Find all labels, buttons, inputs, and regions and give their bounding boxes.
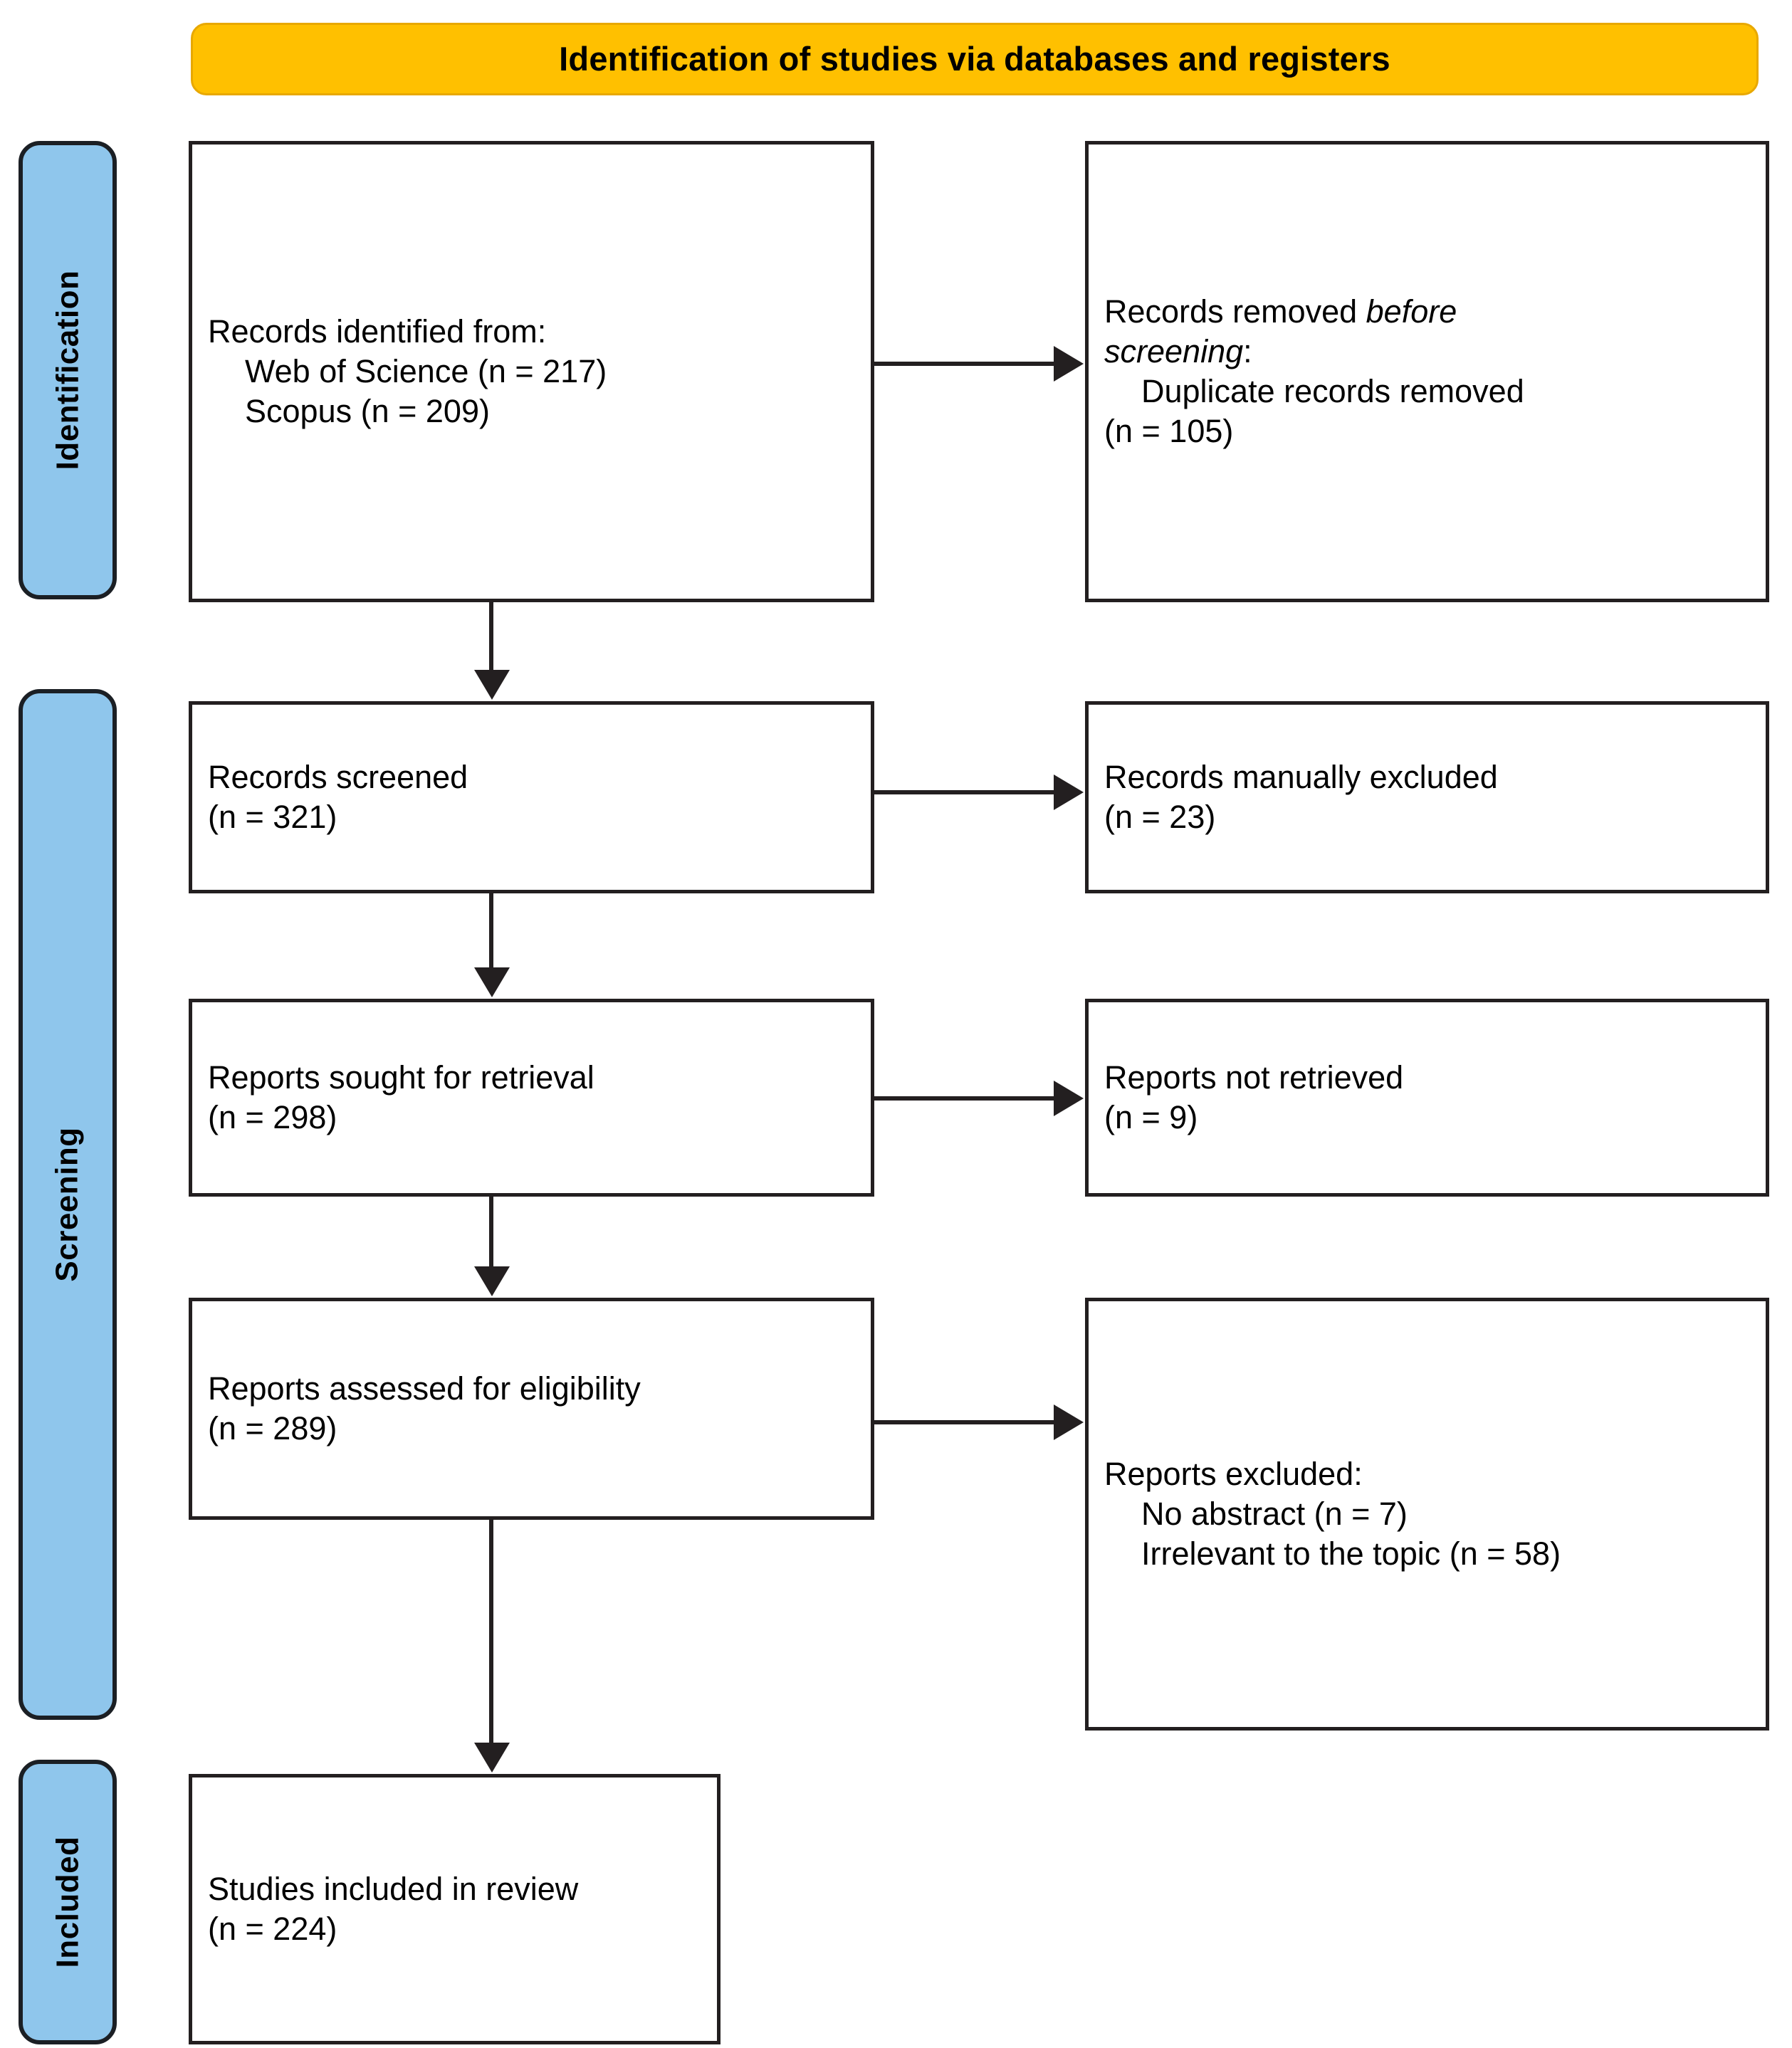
box-records-screened-text: Records screened (n = 321) — [192, 757, 871, 837]
arrow-right-icon — [1054, 346, 1084, 382]
box-reports-sought-text: Reports sought for retrieval (n = 298) — [192, 1058, 871, 1138]
stage-label-included: Included — [50, 1836, 85, 1968]
records-removed-line1-italic: before — [1366, 293, 1457, 330]
stage-label-identification: Identification — [50, 270, 85, 471]
arrow-down-icon — [474, 1743, 510, 1773]
stage-label-screening: Screening — [50, 1127, 85, 1282]
box-reports-not-retrieved: Reports not retrieved (n = 9) — [1085, 999, 1769, 1197]
arrow-down-icon — [474, 670, 510, 700]
reports-assessed-line2: (n = 289) — [208, 1410, 337, 1446]
diagram-title: Identification of studies via databases … — [559, 40, 1390, 78]
connector-screened-to-sought — [489, 893, 493, 969]
records-screened-line1: Records screened — [208, 759, 468, 796]
box-studies-included-in-review: Studies included in review (n = 224) — [189, 1774, 721, 2044]
box-reports-assessed-for-eligibility: Reports assessed for eligibility (n = 28… — [189, 1298, 874, 1520]
stage-bar-included: Included — [19, 1760, 117, 2044]
studies-included-line1: Studies included in review — [208, 1871, 579, 1908]
reports-assessed-line1: Reports assessed for eligibility — [208, 1370, 641, 1407]
records-identified-line3: Scopus (n = 209) — [245, 392, 490, 429]
records-identified-line1: Records identified from: — [208, 313, 547, 350]
reports-excluded-line2: No abstract (n = 7) — [1141, 1496, 1408, 1533]
reports-sought-line2: (n = 298) — [208, 1099, 337, 1135]
studies-included-line2: (n = 224) — [208, 1911, 337, 1947]
connector-sought-to-assessed — [489, 1197, 493, 1268]
connector-identified-to-removed — [874, 362, 1055, 366]
connector-sought-to-not-retrieved — [874, 1096, 1055, 1101]
connector-assessed-to-excluded — [874, 1420, 1055, 1424]
reports-not-retrieved-line2: (n = 9) — [1104, 1099, 1198, 1135]
connector-identified-to-screened — [489, 602, 493, 673]
box-reports-not-retrieved-text: Reports not retrieved (n = 9) — [1089, 1058, 1766, 1138]
reports-sought-line1: Reports sought for retrieval — [208, 1059, 594, 1096]
arrow-right-icon — [1054, 1404, 1084, 1440]
box-reports-assessed-text: Reports assessed for eligibility (n = 28… — [192, 1369, 871, 1449]
records-removed-line4: (n = 105) — [1104, 412, 1234, 449]
arrow-down-icon — [474, 967, 510, 997]
records-removed-line2-italic: screening — [1104, 333, 1244, 370]
records-removed-line3: Duplicate records removed — [1141, 373, 1524, 409]
box-studies-included-text: Studies included in review (n = 224) — [192, 1869, 717, 1949]
reports-excluded-line3: Irrelevant to the topic (n = 58) — [1141, 1535, 1561, 1572]
records-screened-line2: (n = 321) — [208, 799, 337, 835]
arrow-right-icon — [1054, 1081, 1084, 1116]
box-records-manually-excluded: Records manually excluded (n = 23) — [1085, 701, 1769, 893]
stage-bar-identification: Identification — [19, 141, 117, 599]
records-removed-line2-normal: : — [1243, 333, 1252, 370]
box-reports-excluded: Reports excluded: No abstract (n = 7) Ir… — [1085, 1298, 1769, 1731]
box-records-identified: Records identified from: Web of Science … — [189, 141, 874, 602]
arrow-right-icon — [1054, 774, 1084, 810]
box-records-removed: Records removed before screening: Duplic… — [1085, 141, 1769, 602]
records-identified-line2: Web of Science (n = 217) — [245, 353, 607, 390]
box-records-removed-text: Records removed before screening: Duplic… — [1089, 292, 1766, 451]
box-records-identified-text: Records identified from: Web of Science … — [192, 312, 871, 431]
stage-bar-screening: Screening — [19, 689, 117, 1720]
box-records-screened: Records screened (n = 321) — [189, 701, 874, 893]
box-records-manually-excluded-text: Records manually excluded (n = 23) — [1089, 757, 1766, 837]
records-removed-line1-normal: Records removed — [1104, 293, 1366, 330]
records-manually-excluded-line2: (n = 23) — [1104, 799, 1216, 835]
connector-screened-to-manually-excluded — [874, 790, 1055, 794]
connector-assessed-to-included — [489, 1520, 493, 1744]
reports-not-retrieved-line1: Reports not retrieved — [1104, 1059, 1404, 1096]
diagram-header-banner: Identification of studies via databases … — [191, 23, 1759, 95]
reports-excluded-line1: Reports excluded: — [1104, 1456, 1363, 1493]
records-manually-excluded-line1: Records manually excluded — [1104, 759, 1498, 796]
box-reports-excluded-text: Reports excluded: No abstract (n = 7) Ir… — [1089, 1454, 1766, 1573]
box-reports-sought-for-retrieval: Reports sought for retrieval (n = 298) — [189, 999, 874, 1197]
arrow-down-icon — [474, 1266, 510, 1296]
